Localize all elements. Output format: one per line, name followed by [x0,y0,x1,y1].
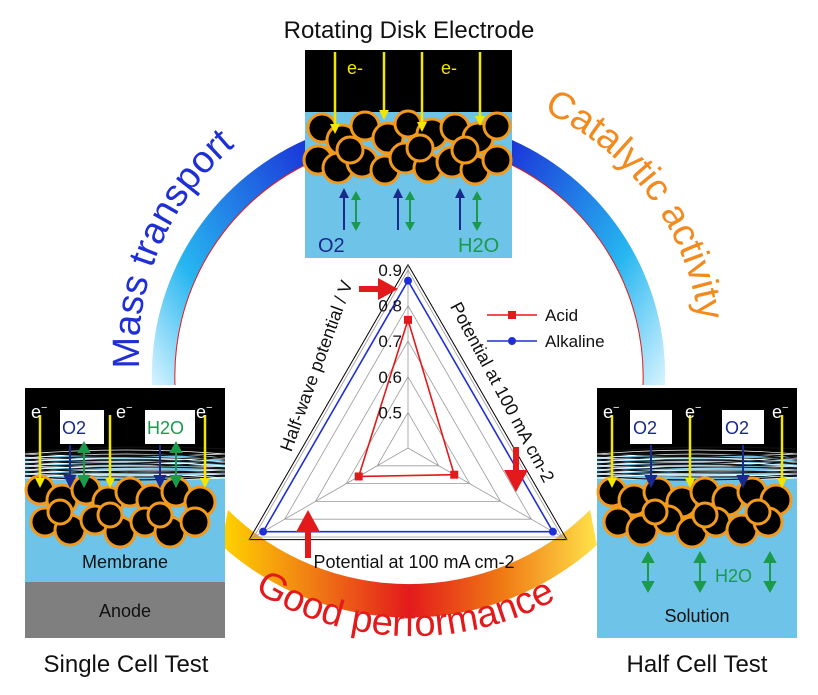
half-cell-catalyst-layer [596,476,793,549]
radar-point-acid [450,470,459,479]
half-cell-title: Half Cell Test [627,651,768,678]
radar-spoke [249,447,409,541]
radar-gridline [284,304,532,520]
catalyst-particle [481,144,513,176]
catalyst-particle [46,498,74,526]
catalyst-particle [691,501,719,529]
single-h2o-label: H2O [147,418,184,438]
good-performance-arc [221,510,597,618]
membrane-label: Membrane [82,552,168,572]
catalyst-particle [335,135,365,165]
radar-grid [248,263,568,541]
radar-gridline [314,340,502,502]
single-electron-label-1: e− [31,402,47,422]
axis-label-right: Potential at 100 mA cm-2 [446,299,558,486]
radar-tick-label: 0.5 [378,403,402,422]
single-electron-label-3: e− [196,402,212,422]
red-pointer-arrows [296,278,528,558]
radar-gridline [376,411,440,467]
radar-point-alkaline [548,527,557,536]
axis-label-bottom: Potential at 100 mA cm-2 [313,552,514,572]
half-h2o-label: H2O [715,566,752,586]
single-cell-catalyst-layer [24,474,217,549]
catalyst-particle [450,135,480,165]
catalyst-particle [96,501,124,529]
single-o2-arrows [63,445,167,489]
rde-catalyst-layer [302,109,513,186]
radar-point-acid [404,315,412,324]
single-cell-title: Single Cell Test [44,651,209,678]
radar-spoke [407,447,567,541]
catalyst-particle [405,133,435,163]
half-electron-label-2: e− [685,402,701,422]
single-electron-arrows [35,415,210,488]
rde-electron-arrows [330,52,485,134]
radar-gridline [345,376,471,484]
anode-label: Anode [99,601,151,621]
radar-tick-labels: 0.5 0.6 0.7 0.8 0.9 [378,261,402,422]
rde-electron-label-1: e- [347,58,363,78]
catalyst-particle [146,501,174,529]
radar-chart: 0.50.60.70.80.9 Half-wave potential / V … [248,261,605,572]
rde-o2-label: O2 [318,235,345,257]
rde-electron-label-2: e- [441,58,457,78]
half-o2-label-2: O2 [725,418,749,438]
radar-series-alkaline [261,279,555,533]
rde-h2o-label: H2O [458,235,499,257]
single-electron-label-2: e− [116,402,132,422]
radar-tick-label: 0.9 [378,261,402,280]
half-o2-label-1: O2 [633,418,657,438]
radar-gridline [253,269,563,538]
legend-marker-acid [508,311,516,319]
radar-outer-frame [248,263,568,541]
rde-o2-arrows [339,188,465,230]
catalytic-activity-arc [511,140,666,386]
radar-tick-label: 0.7 [378,332,402,351]
mass-transport-arc [151,140,306,386]
half-cell-panel: O2 O2 H2O e− e− e− Solution [596,388,798,638]
catalyst-particle [482,111,512,141]
legend-marker-alkaline [508,337,516,345]
rde-title: Rotating Disk Electrode [284,17,535,44]
half-h2o-arrows [641,550,777,594]
catalyst-particle [744,498,772,526]
legend: Acid Alkaline [487,306,605,351]
axis-label-halfwave: Half-wave potential / V [276,278,356,454]
legend-acid: Acid [545,306,578,325]
radar-point-acid [354,472,363,481]
half-o2-arrows [644,445,750,489]
rde-h2o-arrows [351,191,482,231]
half-electron-arrows [607,415,787,488]
radar-tick-label: 0.6 [378,368,402,387]
half-electron-label-3: e− [772,402,788,422]
radar-series-acid [357,317,456,478]
rde-panel: e- e- O2 H2O [302,50,513,258]
radar-point-alkaline [259,527,268,536]
radar-point-alkaline [404,276,412,285]
single-h2o-arrows [77,440,183,489]
single-cell-panel: O2 H2O e− e− e− Membrane Anode [24,388,226,638]
solution-label: Solution [664,606,729,626]
radar-series [259,276,557,536]
catalyst-particle [179,506,211,538]
single-o2-label: O2 [62,418,86,438]
legend-alkaline: Alkaline [545,332,605,351]
radar-tick-label: 0.8 [378,297,402,316]
catalyst-particle [641,498,669,526]
half-electron-label-1: e− [603,402,619,422]
gas-diffusion-layer [24,446,226,481]
